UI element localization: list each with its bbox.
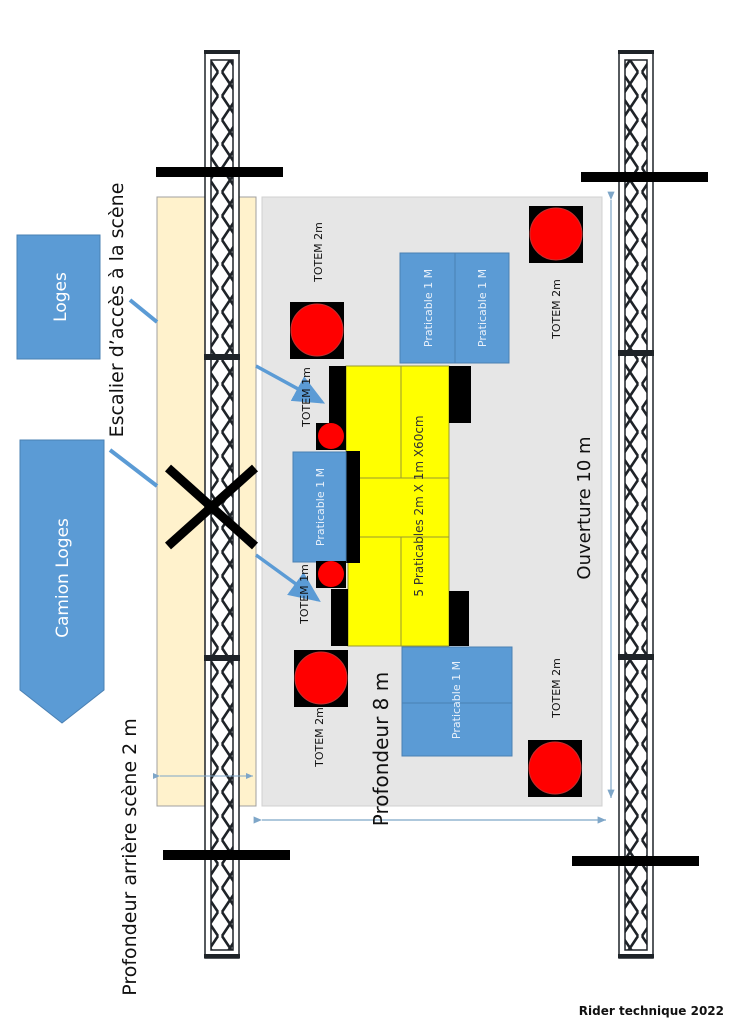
praticable-left-top <box>399 252 456 364</box>
footer-caption: Rider technique 2022 <box>578 1004 724 1018</box>
praticable-right-2 <box>401 702 513 757</box>
totem-front-right <box>528 740 582 797</box>
riser-platforms <box>345 365 450 647</box>
totem-label: TOTEM 1m <box>298 564 311 625</box>
riser-block <box>331 589 348 646</box>
callout-arrow <box>128 298 159 324</box>
riser-block <box>449 366 471 423</box>
riser-block <box>449 591 469 646</box>
stage-depth-label: Profondeur 8 m <box>369 672 393 827</box>
callout-arrow <box>108 448 159 488</box>
riser-block <box>329 366 346 423</box>
loges-box <box>16 234 101 360</box>
totem-label: TOTEM 2m <box>550 279 563 340</box>
praticable-label: Praticable 1 M <box>450 661 463 739</box>
praticable-label: Praticable 1 M <box>422 269 435 347</box>
truss-base-left-top <box>156 167 283 177</box>
praticable-left-bottom <box>454 252 510 364</box>
totem-label: TOTEM 2m <box>312 222 325 283</box>
totem-label: TOTEM 2m <box>550 658 563 719</box>
totem-small-right <box>316 561 346 588</box>
totem-front-left <box>294 650 348 707</box>
totem-small-left <box>316 423 346 450</box>
backstage-depth-label: Profondeur arrière scène 2 m <box>119 718 141 996</box>
truss-left <box>204 50 240 959</box>
totem-back-left <box>290 302 344 359</box>
truss-base-right-bottom <box>572 856 699 866</box>
stage-opening-label: Ouverture 10 m <box>574 436 595 579</box>
callout-arrow <box>255 364 326 404</box>
truss-right <box>618 50 654 959</box>
totem-label: TOTEM 1m <box>300 367 313 428</box>
totem-label: TOTEM 2m <box>313 707 326 768</box>
escalier-label: Escalier d’accès à la scène <box>106 183 128 438</box>
truss-base-left-bottom <box>163 850 290 860</box>
riser-block <box>346 451 360 563</box>
camion-loges-label: Camion Loges <box>53 518 73 638</box>
loges-label: Loges <box>51 272 71 322</box>
risers-label: 5 Praticables 2m X 1m X60cm <box>412 415 426 596</box>
praticable-label: Praticable 1 M <box>476 269 489 347</box>
praticable-label: Praticable 1 M <box>314 468 327 546</box>
callout-arrow <box>254 553 321 603</box>
blocked-passage-x-icon <box>164 464 259 550</box>
totem-back-right <box>529 206 583 263</box>
truss-base-right-top <box>581 172 708 182</box>
camion-loges-arrow <box>19 439 105 724</box>
praticable-center <box>292 451 347 563</box>
